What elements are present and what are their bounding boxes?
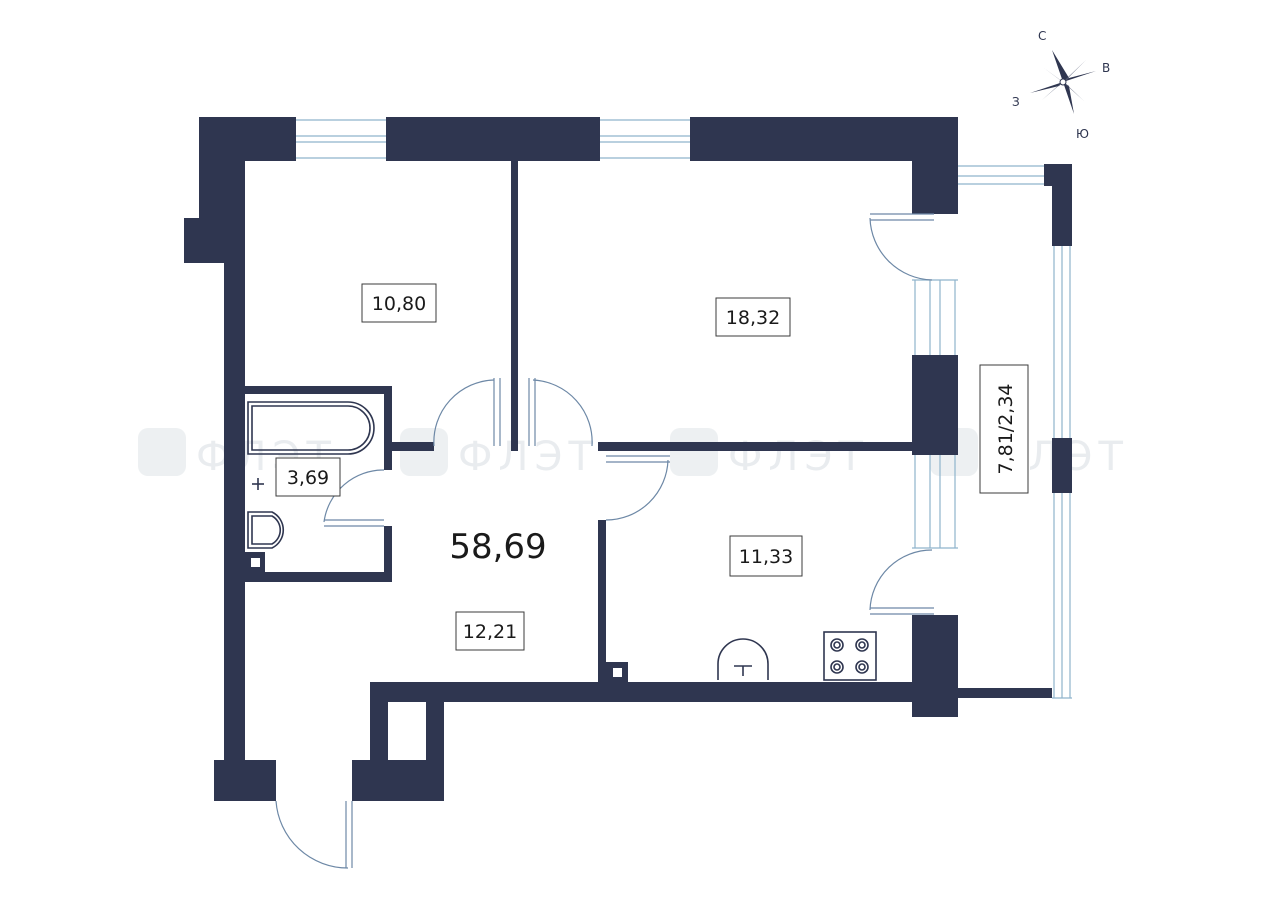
partitions (245, 161, 912, 682)
kitchen-area-label: 11,33 (729, 535, 803, 577)
window-kitchen-side (912, 455, 958, 549)
svg-text:10,80: 10,80 (372, 293, 426, 315)
window-living-room (600, 119, 690, 159)
windows (296, 119, 1072, 699)
door-entrance (275, 800, 353, 869)
door-kitchen (605, 455, 670, 521)
window-bedroom (296, 119, 386, 159)
watermark-logo: ФЛЭТ (670, 428, 869, 480)
window-loggia-top (958, 165, 1044, 185)
door-loggia-lower (869, 549, 934, 615)
svg-text:12,21: 12,21 (463, 621, 517, 643)
door-bathroom (323, 469, 385, 527)
svg-text:7,81/2,34: 7,81/2,34 (995, 383, 1017, 474)
window-living-room-side (912, 279, 958, 355)
toilet-icon (247, 511, 285, 549)
fixtures (247, 401, 877, 681)
doors (275, 213, 934, 869)
living-room-area-label: 18,32 (715, 297, 791, 337)
svg-text:18,32: 18,32 (726, 307, 780, 329)
svg-text:ФЛЭТ: ФЛЭТ (728, 434, 869, 480)
watermark-logo: ФЛЭТ (400, 428, 599, 480)
compass-west-label: З (1012, 95, 1020, 109)
outer-walls (184, 117, 1072, 801)
loggia-area-label: 7,81/2,34 (979, 364, 1029, 494)
hall-area-label: 12,21 (455, 611, 525, 651)
window-loggia-side (1052, 246, 1072, 699)
faucet-icon (252, 478, 264, 490)
compass-north-label: С (1038, 29, 1046, 43)
compass-east-label: В (1102, 61, 1110, 75)
door-loggia-upper (869, 213, 934, 281)
bathtub-icon (247, 401, 375, 455)
sink-icon (717, 638, 769, 680)
watermark-logo: ФЛЭТ (930, 428, 1123, 480)
compass-south-label: Ю (1076, 127, 1089, 141)
bedroom-area-label: 10,80 (361, 283, 437, 323)
stove-icon (823, 631, 877, 681)
bathroom-area-label: 3,69 (275, 457, 341, 497)
svg-text:11,33: 11,33 (739, 546, 793, 568)
total-area-label: 58,69 (449, 527, 546, 567)
svg-text:3,69: 3,69 (287, 467, 329, 489)
room-labels: 10,80 18,32 3,69 12,21 11,33 7,81/2,34 5… (275, 283, 1029, 651)
door-bedroom (433, 378, 501, 447)
door-living-room (528, 378, 593, 447)
compass-rose-icon: С В Ю З (1012, 29, 1110, 141)
svg-text:ФЛЭТ: ФЛЭТ (458, 434, 599, 480)
